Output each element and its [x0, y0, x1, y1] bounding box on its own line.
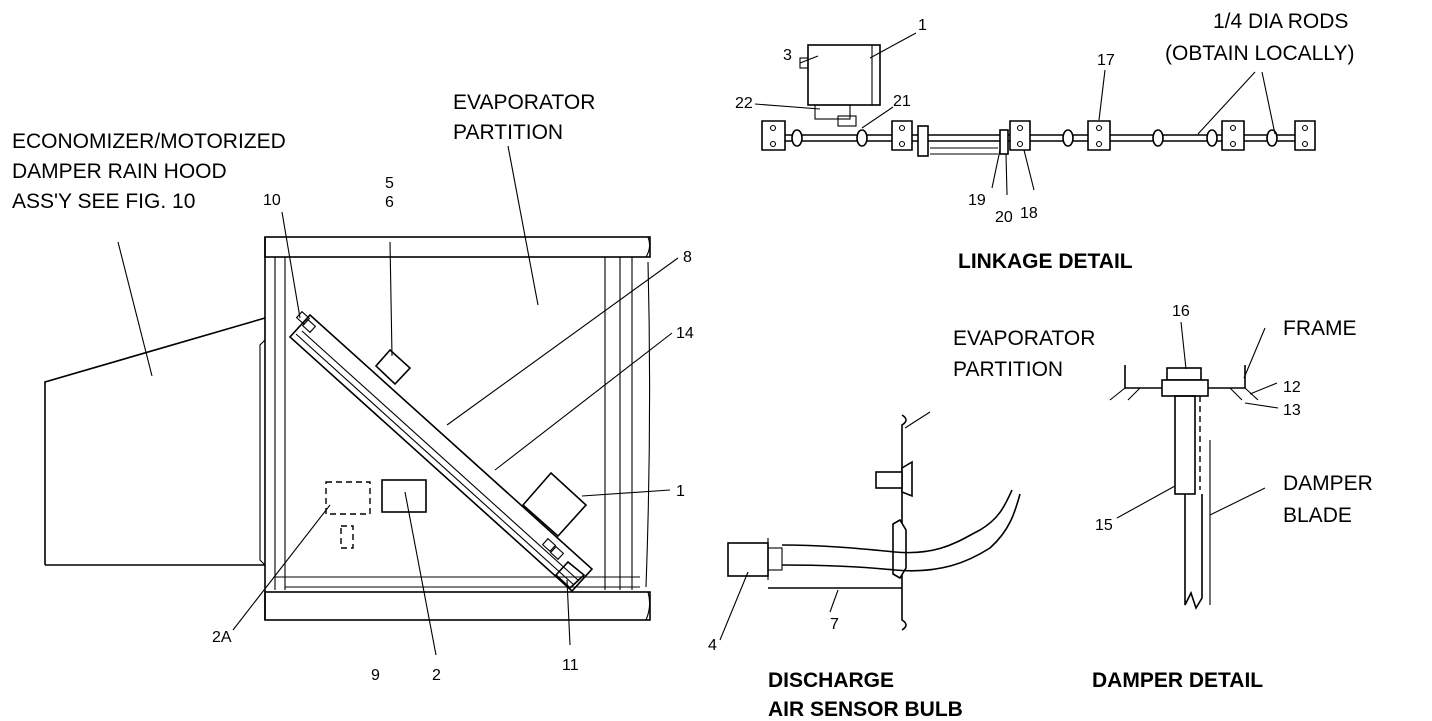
partition-label-line-2: PARTITION	[453, 121, 563, 144]
linkage-callout-22: 22	[735, 95, 753, 112]
main-leaders	[117, 145, 679, 656]
hood-label-line-1: ECONOMIZER/MOTORIZED	[12, 130, 286, 153]
sensor-partition-label-1: EVAPORATOR	[953, 327, 1095, 350]
rods-label-line-2: (OBTAIN LOCALLY)	[1165, 42, 1354, 65]
callout-1-main: 1	[676, 483, 685, 500]
frame-label: FRAME	[1283, 317, 1357, 340]
control-box-2a	[325, 481, 371, 515]
damper-callout-15: 15	[1095, 517, 1113, 534]
linkage-callout-19: 19	[968, 192, 986, 209]
callout-11: 11	[562, 657, 579, 674]
linkage-callout-17: 17	[1097, 52, 1115, 69]
linkage-detail-title: LINKAGE DETAIL	[958, 250, 1133, 273]
sensor-callout-7: 7	[830, 616, 839, 633]
linkage-callout-21: 21	[893, 93, 911, 110]
sensor-detail-title-1: DISCHARGE	[768, 669, 894, 692]
damper-blade-label-2: BLADE	[1283, 504, 1352, 527]
callout-5: 5	[385, 175, 394, 192]
callout-8: 8	[683, 249, 692, 266]
hood-label-line-3: ASS'Y SEE FIG. 10	[12, 190, 195, 213]
sensor-detail-title-2: AIR SENSOR BULB	[768, 698, 963, 721]
rod-brackets	[761, 120, 1316, 151]
callout-10: 10	[263, 192, 281, 209]
linkage-callout-3: 3	[783, 47, 792, 64]
damper-callout-12: 12	[1283, 379, 1301, 396]
sensor-partition-label-2: PARTITION	[953, 358, 1063, 381]
linkage-callout-18: 18	[1020, 205, 1038, 222]
linkage-callout-1: 1	[918, 17, 927, 34]
partition-label-line-1: EVAPORATOR	[453, 91, 595, 114]
damper-detail: 16 FRAME 12 13 15 DAMPER BLADE DAMPER DE…	[1092, 303, 1373, 692]
sensor-box	[374, 348, 412, 386]
actuator	[521, 471, 588, 538]
sensor-bulb	[727, 542, 769, 577]
callout-2a: 2A	[212, 629, 232, 646]
callout-9: 9	[371, 667, 380, 684]
unit-frame	[264, 236, 651, 621]
sensor-callout-4: 4	[708, 637, 717, 654]
hood-label-line-2: DAMPER RAIN HOOD	[12, 160, 227, 183]
damper-detail-title: DAMPER DETAIL	[1092, 669, 1263, 692]
sensor-detail: 4 7 EVAPORATOR PARTITION DISCHARGE AIR S…	[708, 327, 1095, 721]
callout-6: 6	[385, 194, 394, 211]
rain-hood	[44, 317, 266, 566]
linkage-callout-20: 20	[995, 209, 1013, 226]
main-view: ECONOMIZER/MOTORIZED DAMPER RAIN HOOD AS…	[12, 91, 694, 684]
callout-2: 2	[432, 667, 441, 684]
control-box-2	[381, 479, 427, 513]
linkage-detail: 3 1 21 22 17 19 20 18 1/4 DIA RODS (OBTA…	[735, 10, 1354, 273]
control-slot	[340, 525, 354, 549]
damper-callout-16: 16	[1172, 303, 1190, 320]
callout-14: 14	[676, 325, 694, 342]
damper-blade-label-1: DAMPER	[1283, 472, 1373, 495]
rods-label-line-1: 1/4 DIA RODS	[1213, 10, 1348, 33]
linkage-actuator	[807, 44, 881, 106]
damper-callout-13: 13	[1283, 402, 1301, 419]
